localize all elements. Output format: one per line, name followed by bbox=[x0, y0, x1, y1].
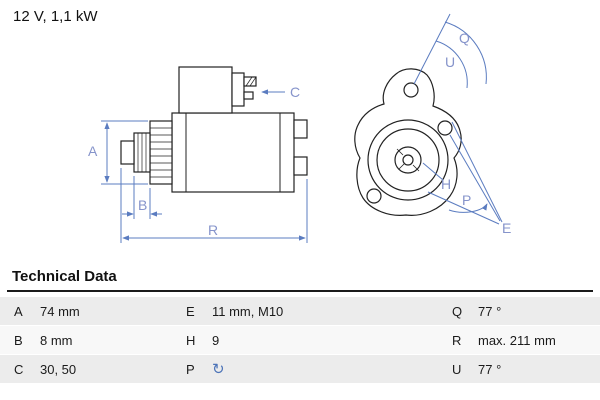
rotation-clockwise-icon: ↻ bbox=[212, 361, 225, 378]
param-value: max. 211 mm bbox=[478, 332, 556, 348]
param-value: 30, 50 bbox=[40, 361, 77, 377]
param-value: 77 ° bbox=[478, 361, 502, 377]
starter-motor-drawing bbox=[101, 13, 503, 243]
param-key: P bbox=[186, 361, 195, 377]
table-row: A 74 mm E 11 mm, M10 Q 77 ° bbox=[0, 297, 600, 325]
param-key: H bbox=[186, 332, 196, 348]
dim-label-h: H bbox=[441, 176, 452, 192]
param-key: C bbox=[14, 361, 24, 377]
param-key: E bbox=[186, 303, 195, 319]
dim-label-q: Q bbox=[459, 30, 470, 46]
param-value: 9 bbox=[212, 332, 220, 348]
table-row: C 30, 50 P ↻ U 77 ° bbox=[0, 355, 600, 383]
param-value: 74 mm bbox=[40, 303, 80, 319]
table-row: B 8 mm H 9 R max. 211 mm bbox=[0, 326, 600, 354]
divider bbox=[7, 290, 593, 292]
section-title: Technical Data bbox=[12, 268, 117, 285]
dim-label-u: U bbox=[445, 54, 456, 70]
dim-label-p: P bbox=[462, 192, 472, 208]
dim-label-a: A bbox=[88, 143, 98, 159]
param-key: Q bbox=[452, 303, 463, 319]
param-key: A bbox=[14, 303, 23, 319]
technical-drawing: A B C R Q U H P E bbox=[88, 13, 512, 243]
param-value: 77 ° bbox=[478, 303, 502, 319]
technical-data-section: Technical Data A 74 mm E 11 mm, M10 Q 77… bbox=[0, 264, 600, 384]
dim-label-e: E bbox=[502, 220, 512, 236]
spec-table: A 74 mm E 11 mm, M10 Q 77 ° B 8 mm H 9 R… bbox=[0, 297, 600, 383]
param-key: R bbox=[452, 332, 462, 348]
product-rating: 12 V, 1,1 kW bbox=[13, 8, 98, 25]
param-key: B bbox=[14, 332, 23, 348]
dim-label-c: C bbox=[290, 84, 301, 100]
param-value: 8 mm bbox=[40, 332, 73, 348]
param-value: 11 mm, M10 bbox=[212, 303, 284, 319]
param-key: U bbox=[452, 361, 462, 377]
dim-label-r: R bbox=[208, 222, 219, 238]
dim-label-b: B bbox=[138, 197, 148, 213]
